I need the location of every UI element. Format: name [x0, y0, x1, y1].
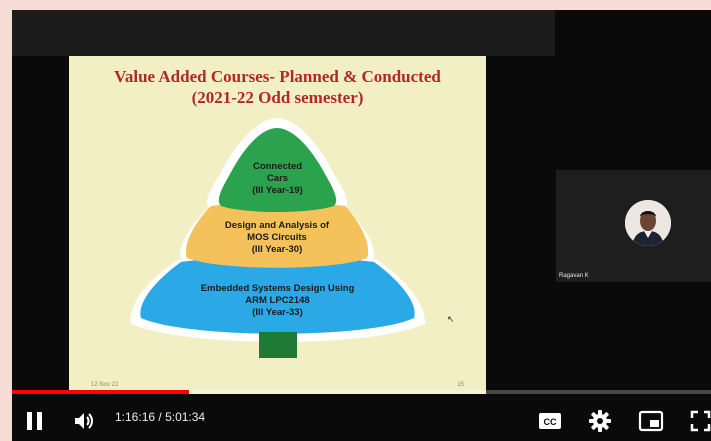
miniplayer-icon — [638, 410, 664, 432]
tier-top-line3: (III Year-19) — [252, 185, 303, 196]
tier-bottom-line2: ARM LPC2148 — [245, 295, 310, 306]
progress-bar-played — [12, 390, 189, 394]
tier-bottom-text: Embedded Systems Design Using ARM LPC214… — [169, 283, 386, 319]
presentation-slide: Value Added Courses- Planned & Conducted… — [69, 56, 486, 394]
participant-video-tile: Ragavan K — [556, 170, 711, 282]
tier-middle-text: Design and Analysis of MOS Circuits (III… — [197, 220, 357, 256]
slide-title: Value Added Courses- Planned & Conducted… — [69, 66, 486, 108]
tier-top-text: Connected Cars (III Year-19) — [214, 161, 341, 197]
pause-button[interactable] — [24, 409, 46, 433]
captions-button[interactable]: CC — [538, 410, 562, 432]
tier-middle-line2: MOS Circuits — [247, 232, 307, 243]
duration: 5:01:34 — [165, 410, 206, 424]
tier-middle-line3: (III Year-30) — [251, 244, 303, 255]
tier-bottom-line1: Embedded Systems Design Using — [200, 283, 355, 294]
tier-top-line2: Cars — [266, 173, 289, 184]
player-controls: 1:16:16 / 5:01:34 CC — [12, 404, 711, 441]
time-separator: / — [155, 410, 166, 424]
tree-trunk — [259, 332, 297, 358]
miniplayer-button[interactable] — [638, 409, 664, 433]
tier-bottom-line3: (III Year-33) — [252, 307, 303, 318]
tree-tier-bottom — [140, 257, 415, 334]
volume-icon — [75, 413, 93, 429]
fullscreen-button[interactable] — [690, 409, 711, 433]
course-tree-graphic — [130, 118, 426, 358]
tier-top-line1: Connected — [252, 161, 303, 172]
tree-tier-middle — [185, 203, 369, 268]
time-display: 1:16:16 / 5:01:34 — [115, 410, 205, 424]
slide-title-line1: Value Added Courses- Planned & Conducted — [114, 67, 441, 86]
tier-middle-line1: Design and Analysis of — [224, 220, 330, 231]
tree-tier-top — [218, 128, 337, 212]
fullscreen-icon — [690, 410, 711, 432]
captions-icon: CC — [539, 413, 561, 429]
video-player[interactable]: Value Added Courses- Planned & Conducted… — [12, 10, 711, 441]
mute-button[interactable] — [72, 409, 96, 433]
participant-avatar — [625, 200, 671, 246]
slide-title-line2: (2021-22 Odd semester) — [191, 88, 364, 107]
current-time: 1:16:16 — [115, 410, 156, 424]
slide-footer-date: 12 Nov 22 — [91, 382, 119, 388]
video-top-strip — [12, 10, 555, 56]
pause-icon — [27, 412, 42, 430]
gear-icon — [589, 410, 611, 432]
participant-name: Ragavan K — [559, 273, 589, 279]
settings-button[interactable] — [588, 409, 612, 433]
mouse-cursor-icon: ↖ — [447, 314, 455, 324]
svg-text:CC: CC — [544, 417, 557, 427]
progress-bar[interactable] — [12, 390, 711, 394]
slide-page-number: 15 — [457, 382, 464, 388]
